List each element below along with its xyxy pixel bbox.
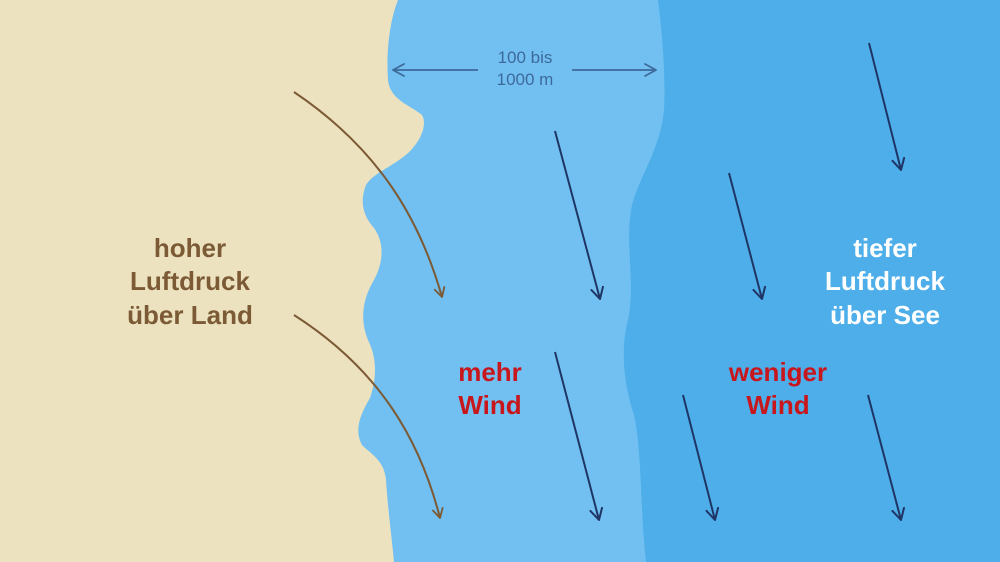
sea-pressure-label: tiefer Luftdruck über See xyxy=(825,233,945,330)
more-wind-label: mehr Wind xyxy=(458,357,522,421)
land-wind-arrow-upper xyxy=(293,91,446,298)
land-area xyxy=(0,0,424,562)
sea-wind-arrow-2 xyxy=(554,351,604,521)
sea-wind-arrow-1 xyxy=(554,130,604,300)
less-wind-label: weniger Wind xyxy=(728,357,828,421)
sea-wind-arrow-4 xyxy=(682,394,720,521)
sea-wind-arrow-5 xyxy=(868,42,906,171)
sea-wind-arrow-3 xyxy=(728,172,767,300)
land-wind-arrow-lower xyxy=(293,314,444,519)
sea-wind-arrow-6 xyxy=(867,394,905,521)
land-pressure-label: hoher Luftdruck über Land xyxy=(127,233,253,330)
zone-width-label: 100 bis 1000 m xyxy=(496,48,554,90)
